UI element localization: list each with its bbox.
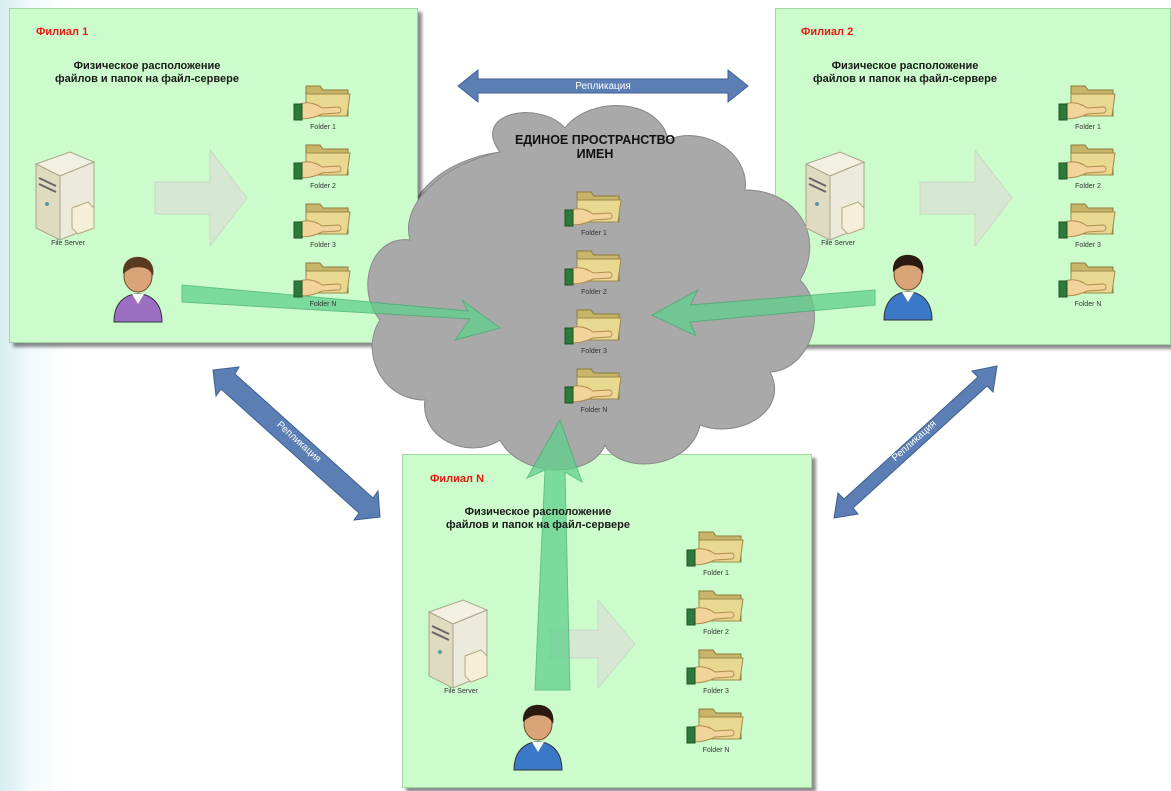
branch-1-server-icon: [30, 148, 102, 249]
branch-n-folder-label-2: Folder 2: [703, 629, 729, 636]
branch-n-subtitle-line2: файлов и папок на файл-сервере: [446, 519, 630, 531]
branch-1-server-label: File Server: [51, 240, 85, 247]
branch-n-folder-icon-4: [685, 705, 747, 750]
branch-n-subtitle: Физическое расположение файлов и папок н…: [443, 506, 633, 532]
namespace-folder-icon-3: [563, 306, 625, 351]
branch-1-folder-label-1: Folder 1: [310, 124, 336, 131]
branch-1-user-icon: [110, 252, 166, 329]
replication-right-label: Репликация: [890, 418, 939, 463]
branch-1-folder-label-2: Folder 2: [310, 183, 336, 190]
user-2-access-arrow: [650, 288, 876, 338]
namespace-folder-label-1: Folder 1: [581, 230, 607, 237]
branch-1-folder-icon-2: [292, 141, 354, 186]
branch-1-folder-label-3: Folder 3: [310, 242, 336, 249]
branch-2-server-arrow: [919, 148, 1013, 248]
branch-2-title: Филиал 2: [801, 26, 854, 38]
branch-2-server-label: File Server: [821, 240, 855, 247]
namespace-title: ЕДИНОЕ ПРОСТРАНСТВО ИМЕН: [500, 133, 690, 161]
branch-2-folder-icon-4: [1057, 259, 1119, 304]
branch-1-subtitle-line2: файлов и папок на файл-сервере: [55, 73, 239, 85]
branch-1-subtitle: Физическое расположение файлов и папок н…: [52, 60, 242, 86]
branch-n-folder-icon-2: [685, 587, 747, 632]
branch-2-folder-icon-1: [1057, 82, 1119, 127]
branch-2-user-icon: [880, 250, 936, 327]
namespace-folder-label-4: Folder N: [580, 407, 608, 414]
branch-n-server-label: File Server: [444, 688, 478, 695]
branch-2-folder-label-2: Folder 2: [1075, 183, 1101, 190]
branch-n-folder-label-4: Folder N: [702, 747, 730, 754]
server-to-folders-arrows: [154, 148, 1013, 690]
namespace-folder-icon-4: [563, 365, 625, 410]
branch-2-folder-label-3: Folder 3: [1075, 242, 1101, 249]
branch-1-folder-icon-1: [292, 82, 354, 127]
user-n-access-arrow: [525, 418, 583, 691]
namespace-title-line1: ЕДИНОЕ ПРОСТРАНСТВО: [514, 133, 676, 147]
branch-1-folder-icon-3: [292, 200, 354, 245]
branch-1-folder-icon-4: [292, 259, 354, 304]
branch-1-server-arrow: [154, 148, 248, 248]
branch-2-folder-label-4: Folder N: [1074, 301, 1102, 308]
namespace-folder-icon-2: [563, 247, 625, 292]
branch-n-title: Филиал N: [430, 473, 485, 485]
branch-n-user-icon: [510, 700, 566, 777]
replication-arrow-right: [833, 365, 998, 519]
branch-2-subtitle-line1: Физическое расположение: [831, 60, 979, 72]
branch-2-server-icon: [800, 148, 872, 249]
branch-n-folder-label-1: Folder 1: [703, 570, 729, 577]
replication-arrow-left: [212, 366, 381, 521]
namespace-title-line2: ИМЕН: [576, 147, 614, 161]
access-arrows: [181, 284, 876, 691]
namespace-folder-icon-1: [563, 188, 625, 233]
branch-1-subtitle-line1: Физическое расположение: [73, 60, 221, 72]
branch-n-folder-label-3: Folder 3: [703, 688, 729, 695]
branch-2-subtitle: Физическое расположение файлов и папок н…: [810, 60, 1000, 86]
branch-2-subtitle-line2: файлов и папок на файл-сервере: [813, 73, 997, 85]
branch-2-folder-icon-2: [1057, 141, 1119, 186]
branch-1-title: Филиал 1: [36, 26, 89, 38]
branch-2-folder-icon-3: [1057, 200, 1119, 245]
replication-arrows: [212, 68, 998, 521]
namespace-folder-label-3: Folder 3: [581, 348, 607, 355]
branch-n-folder-icon-1: [685, 528, 747, 573]
branch-n-server-icon: [423, 596, 495, 697]
branch-2-folder-label-1: Folder 1: [1075, 124, 1101, 131]
branch-n-folder-icon-3: [685, 646, 747, 691]
branch-1-folder-label-4: Folder N: [309, 301, 337, 308]
replication-arrow-top: [457, 68, 749, 104]
namespace-folder-label-2: Folder 2: [581, 289, 607, 296]
replication-top-label: Репликация: [575, 81, 631, 92]
branch-n-subtitle-line1: Физическое расположение: [464, 506, 612, 518]
user-1-access-arrow: [181, 284, 502, 341]
